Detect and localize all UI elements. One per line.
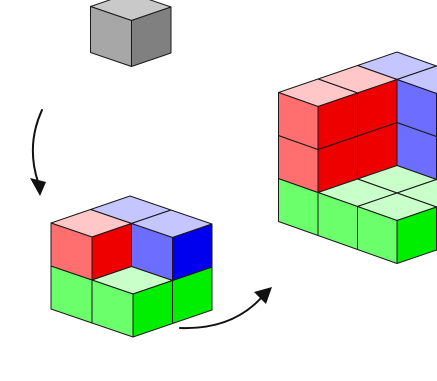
arrow-down-icon-shaft [33, 110, 42, 182]
three-unit-corner-cube [279, 52, 437, 264]
unit-cube-green [358, 193, 437, 264]
single-unit-cube [91, 0, 172, 67]
unit-cube-blue [132, 210, 213, 281]
unit-cube-red [51, 210, 132, 281]
arrow-down-icon [30, 110, 46, 196]
unit-cube-gray [91, 0, 172, 67]
unit-cube-green [92, 267, 173, 338]
arrow-down-icon-head [30, 178, 46, 196]
unit-cube-red [279, 79, 358, 150]
two-unit-corner-cube [51, 196, 212, 337]
